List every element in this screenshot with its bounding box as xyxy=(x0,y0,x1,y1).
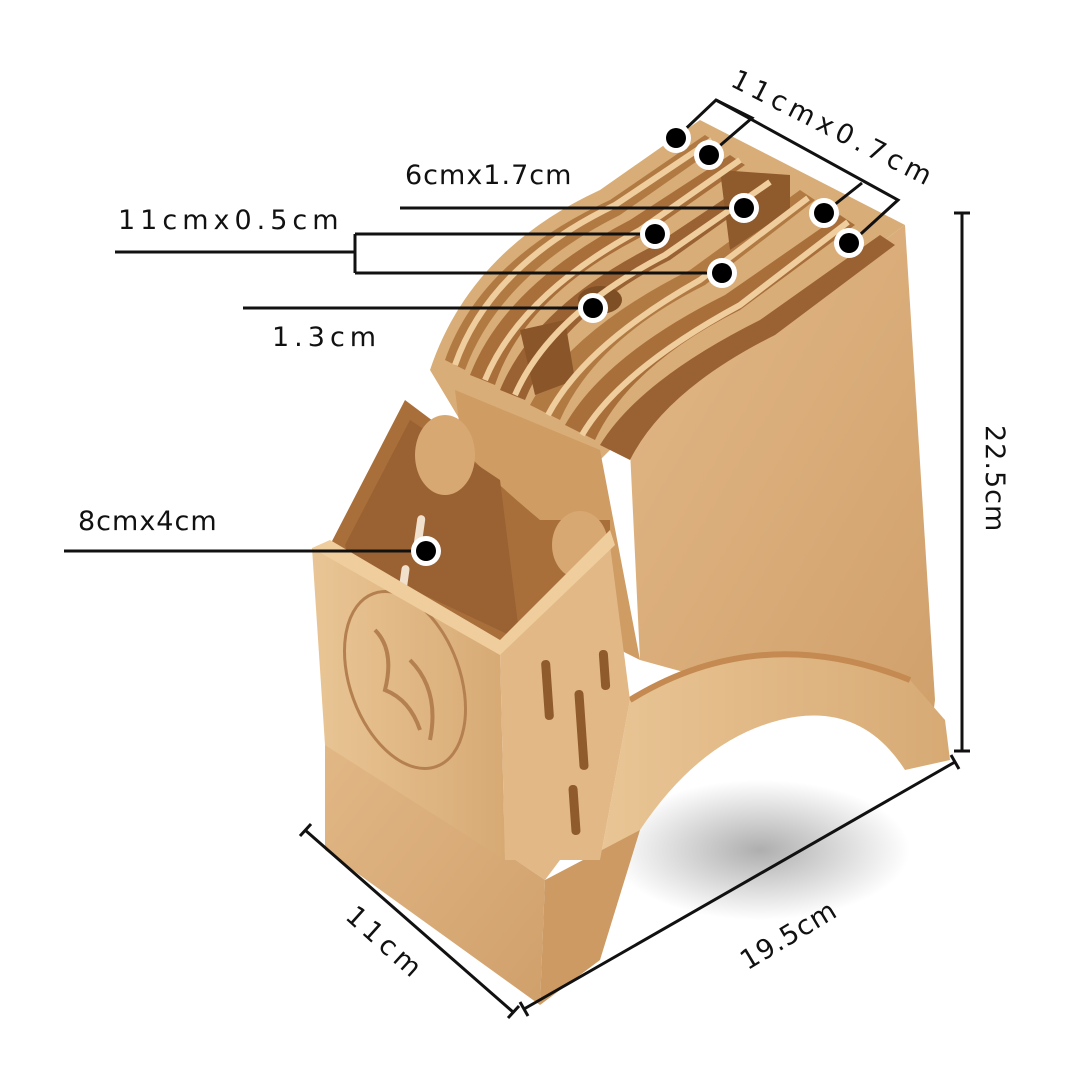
marker-top-slot-4 xyxy=(834,228,864,258)
floor-shadow xyxy=(610,780,910,920)
length-dimension-line xyxy=(523,760,956,1011)
marker-top-slot-3 xyxy=(809,198,839,228)
base-tray-front xyxy=(325,730,545,1005)
marker-thin-slot-1 xyxy=(640,219,670,249)
marker-top-slot-2 xyxy=(694,140,724,170)
markers xyxy=(411,123,864,566)
utensil-cup xyxy=(312,400,630,860)
annotation-lines xyxy=(64,98,970,1020)
bracket-top-main xyxy=(715,98,901,244)
label-height: 22.5cm xyxy=(979,425,1010,533)
marker-thin-slot-2 xyxy=(707,258,737,288)
depth-dimension-line xyxy=(304,828,514,1014)
marker-wide-slot xyxy=(729,193,759,223)
slotted-top xyxy=(430,120,905,460)
arch-foot xyxy=(600,654,950,860)
label-wide-slot: 6cmx1.7cm xyxy=(405,160,573,191)
block-side-face xyxy=(630,225,935,740)
label-round-hole: 1.3cm xyxy=(272,322,382,353)
base-tray-side xyxy=(540,830,640,1005)
label-utensil-cup: 8cmx4cm xyxy=(78,506,218,537)
marker-round-hole xyxy=(578,293,608,323)
marker-utensil-cup xyxy=(411,536,441,566)
label-thin-slots: 11cmx0.5cm xyxy=(118,205,344,236)
marker-top-slot-1 xyxy=(661,123,691,153)
